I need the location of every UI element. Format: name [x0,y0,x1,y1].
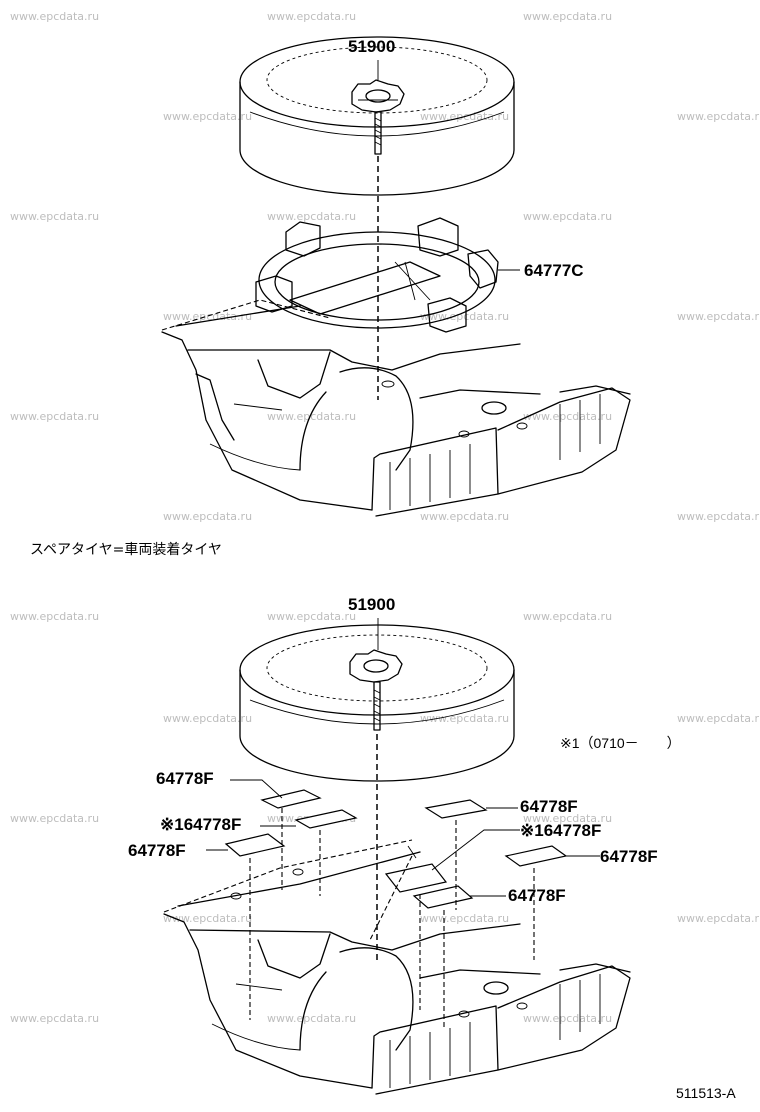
watermark: www.epcdata.ru [267,410,357,423]
upper-tire-holder [255,217,520,333]
watermark: www.epcdata.ru [677,712,760,725]
watermark: www.epcdata.ru [267,210,357,223]
lower-spare-tire [239,624,515,782]
lower-floor-pan [163,839,631,1095]
watermark: www.epcdata.ru [10,812,100,825]
pad [260,789,322,809]
watermark: www.epcdata.ru [677,912,760,925]
pad [294,809,358,829]
watermark: www.epcdata.ru [267,10,357,23]
pad [384,863,448,893]
watermark: www.epcdata.ru [10,210,100,223]
watermark: www.epcdata.ru [523,610,613,623]
watermark: www.epcdata.ru [267,1012,357,1025]
note-serial: ※1（0710－ ） [560,735,681,751]
watermark: www.epcdata.ru [523,812,613,825]
pad [424,799,488,819]
pad [412,885,474,909]
watermark: www.epcdata.ru [163,712,253,725]
section-caption: スペアタイヤ=車両装着タイヤ [30,542,222,558]
watermark: www.epcdata.ru [163,110,253,123]
watermark: www.epcdata.ru [420,712,510,725]
pad-label: 64778F [600,847,658,866]
watermark: www.epcdata.ru [523,210,613,223]
pad-leaders [206,779,600,1030]
watermark: www.epcdata.ru [163,310,253,323]
watermark: www.epcdata.ru [677,510,760,523]
pads [224,789,568,909]
watermark: www.epcdata.ru [163,912,253,925]
watermark: www.epcdata.ru [10,610,100,623]
upper-hub-nut [351,79,405,155]
watermark: www.epcdata.ru [677,310,760,323]
label-tire-lower: 51900 [348,595,396,614]
label-holder-upper: 64777C [524,261,584,280]
pad-label: 64778F [520,797,578,816]
pad-label: 64778F [156,769,214,788]
watermark: www.epcdata.ru [420,912,510,925]
pad [224,833,286,857]
watermark: www.epcdata.ru [163,510,253,523]
pad-label: 64778F [508,886,566,905]
watermark: www.epcdata.ru [523,1012,613,1025]
watermark: www.epcdata.ru [420,510,510,523]
upper-floor-pan [161,299,631,517]
upper-spare-tire [239,36,515,196]
watermark: www.epcdata.ru [523,10,613,23]
pad-label: 64778F [128,841,186,860]
pad-label: ※164778F [160,815,242,834]
label-tire-upper: 51900 [348,37,396,56]
watermark: www.epcdata.ru [10,1012,100,1025]
pad-label: ※164778F [520,821,602,840]
watermark: www.epcdata.ru [677,110,760,123]
drawing-code: 511513-A [676,1085,736,1101]
pad [504,845,568,867]
watermark: www.epcdata.ru [10,410,100,423]
watermark: www.epcdata.ru [267,610,357,623]
lower-hub-nut [349,649,403,731]
watermark: www.epcdata.ru [10,10,100,23]
watermark: www.epcdata.ru [523,410,613,423]
